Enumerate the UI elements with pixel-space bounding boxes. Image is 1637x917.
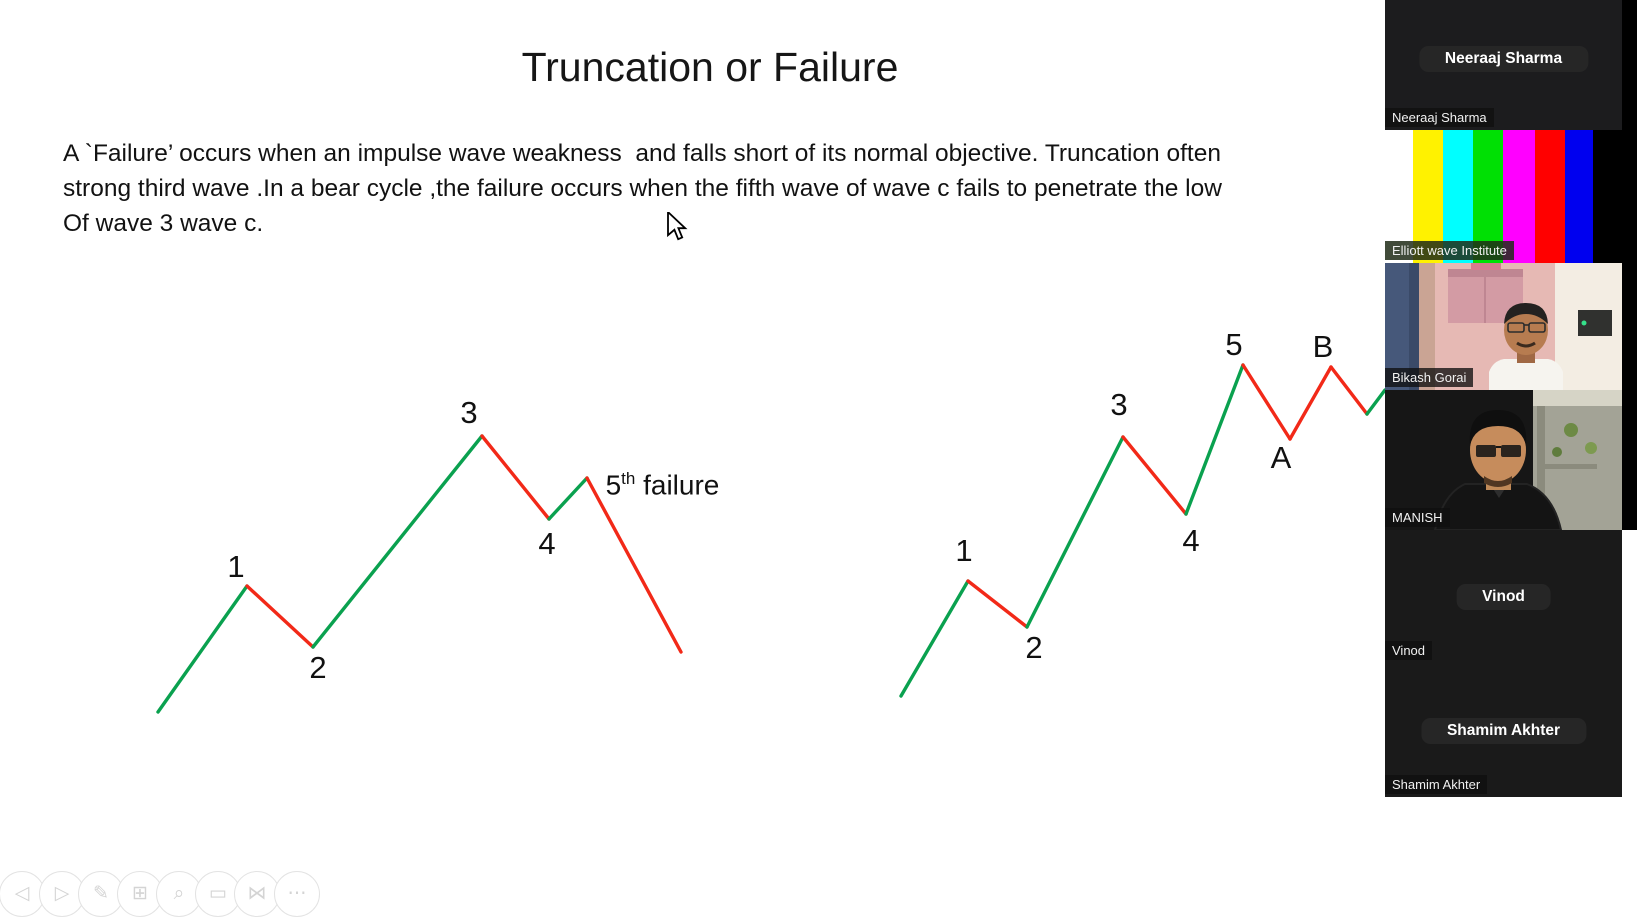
slide-body-text: A `Failure’ occurs when an impulse wave … — [63, 136, 1385, 241]
strip-margin — [1622, 263, 1637, 390]
wave-label-2: 2 — [309, 650, 327, 685]
wave-label-3: 3 — [460, 395, 478, 430]
strip-margin — [1622, 530, 1637, 663]
participant-name-label: Neeraaj Sharma — [1385, 108, 1494, 127]
wave-segment — [1329, 365, 1369, 416]
body-line-1: A `Failure’ occurs when an impulse wave … — [63, 140, 1221, 167]
participant-name-label: Shamim Akhter — [1385, 775, 1488, 794]
color-bar — [1565, 130, 1593, 263]
body-line-2: strong third wave .In a bear cycle ,the … — [63, 175, 1222, 202]
wave-label-4: 4 — [1182, 523, 1200, 558]
wave-label-4: 4 — [538, 526, 556, 561]
wave-label-1: 1 — [955, 533, 973, 568]
display-name-plate: Neeraaj Sharma — [1418, 46, 1589, 72]
colorbar-test-pattern — [1385, 130, 1622, 263]
color-bar — [1535, 130, 1565, 263]
wave-segment — [311, 434, 484, 649]
wave-label-2: 2 — [1025, 630, 1043, 665]
wave-segment — [547, 476, 589, 521]
mouse-cursor-icon — [667, 212, 688, 241]
wave-segment — [585, 476, 683, 654]
participant-video-strip: Neeraaj Sharma Neeraaj Sharma Elliott wa… — [1385, 0, 1637, 892]
fifth-failure-annotation: 5th failure — [605, 469, 720, 501]
wave-segment — [156, 584, 249, 714]
wave-label-1: 1 — [227, 549, 245, 584]
wave-label-5: 5 — [1225, 327, 1243, 362]
webcam-video-manish — [1385, 390, 1622, 530]
slide-title: Truncation or Failure — [521, 44, 899, 90]
webcam-video-bikash — [1385, 263, 1622, 390]
strip-margin — [1622, 0, 1637, 130]
strip-margin — [1622, 663, 1637, 797]
wave-segment — [1184, 363, 1245, 516]
body-line-3: Of wave 3 wave c. — [63, 210, 264, 237]
color-bar — [1593, 130, 1622, 263]
wave-segment — [1121, 435, 1188, 516]
more-options-icon[interactable]: ⋯ — [274, 871, 320, 917]
wave-segment — [966, 579, 1029, 629]
wave-label-3: 3 — [1110, 387, 1128, 422]
video-tile-vinod[interactable]: Vinod Vinod — [1385, 530, 1622, 663]
wave-segment — [899, 579, 970, 698]
color-bar — [1473, 130, 1503, 263]
wave-label-b: B — [1312, 329, 1334, 364]
wave-segment — [245, 584, 315, 649]
video-tile-bikash-gorai[interactable]: Bikash Gorai — [1385, 263, 1622, 390]
participant-name-label: Vinod — [1385, 641, 1433, 660]
participant-name-label: MANISH — [1385, 508, 1450, 527]
wave-segment — [1241, 363, 1292, 441]
video-tile-elliott-wave-institute[interactable]: Elliott wave Institute — [1385, 130, 1622, 263]
participant-name-label: Bikash Gorai — [1385, 368, 1474, 387]
color-bar — [1385, 130, 1413, 263]
strip-margin — [1622, 130, 1637, 263]
wave-segment — [480, 434, 551, 521]
wave-label-a: A — [1270, 440, 1292, 475]
strip-margin — [1622, 390, 1637, 530]
wave-segment — [1288, 365, 1333, 441]
wave-segment — [1025, 435, 1125, 629]
color-bar — [1503, 130, 1535, 263]
color-bar — [1413, 130, 1443, 263]
display-name-plate: Shamim Akhter — [1420, 718, 1587, 744]
color-bar — [1443, 130, 1473, 263]
wave-segment — [1365, 388, 1387, 416]
video-tile-neeraaj-sharma[interactable]: Neeraaj Sharma Neeraaj Sharma — [1385, 0, 1622, 130]
display-name-plate: Vinod — [1456, 584, 1551, 610]
video-tile-manish[interactable]: MANISH — [1385, 390, 1622, 530]
participant-name-label: Elliott wave Institute — [1385, 241, 1514, 260]
video-tile-shamim-akhter[interactable]: Shamim Akhter Shamim Akhter — [1385, 663, 1622, 797]
